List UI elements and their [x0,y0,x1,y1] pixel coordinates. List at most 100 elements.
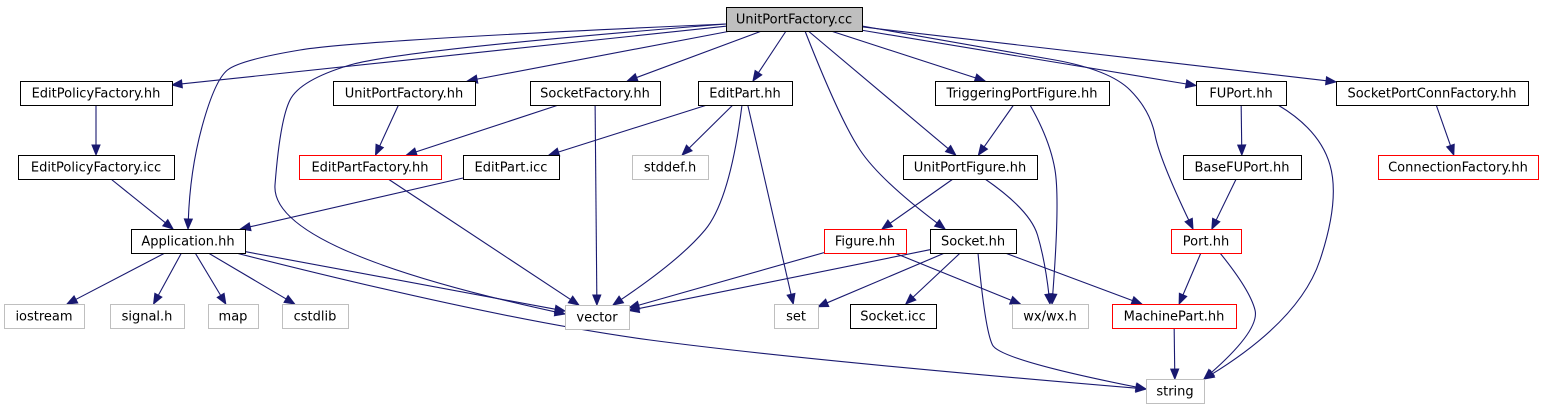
node-socket-hh[interactable]: Socket.hh [930,229,1017,254]
node-machinepart-hh[interactable]: MachinePart.hh [1112,304,1237,329]
node-figure-hh[interactable]: Figure.hh [824,229,907,254]
edge-arrowhead [786,292,796,306]
edge-figure-hh-to-wx-wx-h [894,252,1022,305]
edge-arrowhead [592,294,602,307]
node-label: EditPart.icc [475,161,548,176]
node-box [774,304,819,329]
edge-line [636,252,825,307]
edge-line [208,252,289,301]
node-label: wx/wx.h [1023,310,1076,325]
edge-socket-hh-to-socket-icc [904,252,961,305]
node-label: string [1156,385,1193,400]
node-wx-wx-h: wx/wx.h [1012,304,1089,329]
node-box [1112,304,1237,329]
edge-arrowhead [183,218,194,231]
edge-line [619,104,743,301]
edge-arrowhead [283,294,296,305]
edge-line [888,178,954,225]
edge-socket-hh-to-vector [627,249,931,314]
node-editpolicyfactory-icc[interactable]: EditPolicyFactory.icc [18,155,175,180]
node-box [20,81,173,106]
node-label: UnitPortFigure.hh [914,161,1027,176]
edge-editpolicyfactory-hh-to-editpolicyfactory-icc [91,105,101,157]
edge-application-hh-to-map [194,252,227,306]
node-label: UnitPortFactory.cc [736,13,852,28]
node-label: stddef.h [644,161,696,176]
node-connectionfactory-hh[interactable]: ConnectionFactory.hh [1378,155,1539,180]
edge-editpart-icc-to-application-hh [239,177,464,232]
edge-line [1173,327,1176,372]
edge-arrowhead [1178,292,1188,306]
edge-arrowhead [1130,295,1144,305]
node-socketfactory-hh[interactable]: SocketFactory.hh [530,81,661,106]
node-vector: vector [565,305,630,330]
node-triggeringportfigure-hh[interactable]: TriggeringPortFigure.hh [935,81,1110,106]
edge-arrowhead [1008,295,1022,305]
edge-editpart-hh-to-set [747,104,796,306]
node-unitportfigure-hh[interactable]: UnitPortFigure.hh [903,155,1038,180]
node-basefuport-hh[interactable]: BaseFUPort.hh [1183,155,1302,180]
node-label: SocketFactory.hh [540,87,650,102]
edge-line [1029,104,1058,297]
node-label: Socket.hh [941,235,1005,250]
node-unitportfactory-hh[interactable]: UnitPortFactory.hh [333,81,476,106]
edge-unitportfigure-hh-to-figure-hh [880,178,954,230]
edge-line [594,104,598,298]
node-socket-icc[interactable]: Socket.icc [850,304,937,329]
node-box [333,81,476,106]
edge-arrowhead [627,303,641,314]
node-editpart-icc[interactable]: EditPart.icc [463,155,560,180]
node-label: cstdlib [294,310,337,325]
node-fuport-hh[interactable]: FUPort.hh [1196,81,1287,106]
node-socketportconnfactory-hh[interactable]: SocketPortConnFactory.hh [1336,81,1529,106]
node-port-hh[interactable]: Port.hh [1171,229,1242,254]
edge-line [1240,104,1243,148]
node-box [1196,81,1287,106]
edge-line [1210,104,1334,376]
edge-line [556,104,708,154]
node-label: Application.hh [141,235,234,250]
edge-line [1214,178,1237,223]
node-box [632,155,709,180]
edge-line [634,30,762,79]
node-label: map [219,310,248,325]
node-box [131,229,246,254]
node-application-hh[interactable]: Application.hh [131,229,246,254]
node-editpart-hh[interactable]: EditPart.hh [698,81,793,106]
node-box [1336,81,1529,106]
edge-arrowhead [405,147,418,157]
node-label: TriggeringPortFigure.hh [945,87,1097,102]
edge-line [244,251,558,311]
edge-arrowhead [611,295,625,306]
edge-line [984,178,1050,297]
edge-unitportfactory-cc-to-fuport-hh [861,29,1198,89]
edge-line [248,177,464,228]
node-box [1012,304,1089,329]
edge-arrowhead [944,144,957,156]
edge-arrowhead [626,72,639,82]
edge-line [807,30,950,151]
node-label: set [786,310,806,325]
node-label: MachinePart.hh [1124,310,1225,325]
node-box [110,304,185,329]
edge-line [756,30,787,75]
node-label: UnitPortFactory.hh [345,87,463,102]
edge-arrowhead [681,144,693,156]
node-unitportfactory-cc: UnitPortFactory.cc [726,7,863,32]
edge-arrowhead [904,293,917,305]
edge-arrowhead [1236,144,1247,157]
edge-arrowhead [1445,143,1455,157]
edge-line [861,29,1189,85]
edge-unitportfactory-cc-to-socketfactory-hh [626,30,762,82]
edge-line [274,23,727,313]
edge-line [235,252,1139,389]
edges-layer [65,23,1455,393]
edge-line [1209,252,1256,375]
edge-arrowhead [152,292,163,306]
node-box [299,155,442,180]
node-editpolicyfactory-hh[interactable]: EditPolicyFactory.hh [20,81,173,106]
node-editpartfactory-hh[interactable]: EditPartFactory.hh [299,155,442,180]
edge-line [894,252,1014,302]
edge-line [1435,104,1452,148]
